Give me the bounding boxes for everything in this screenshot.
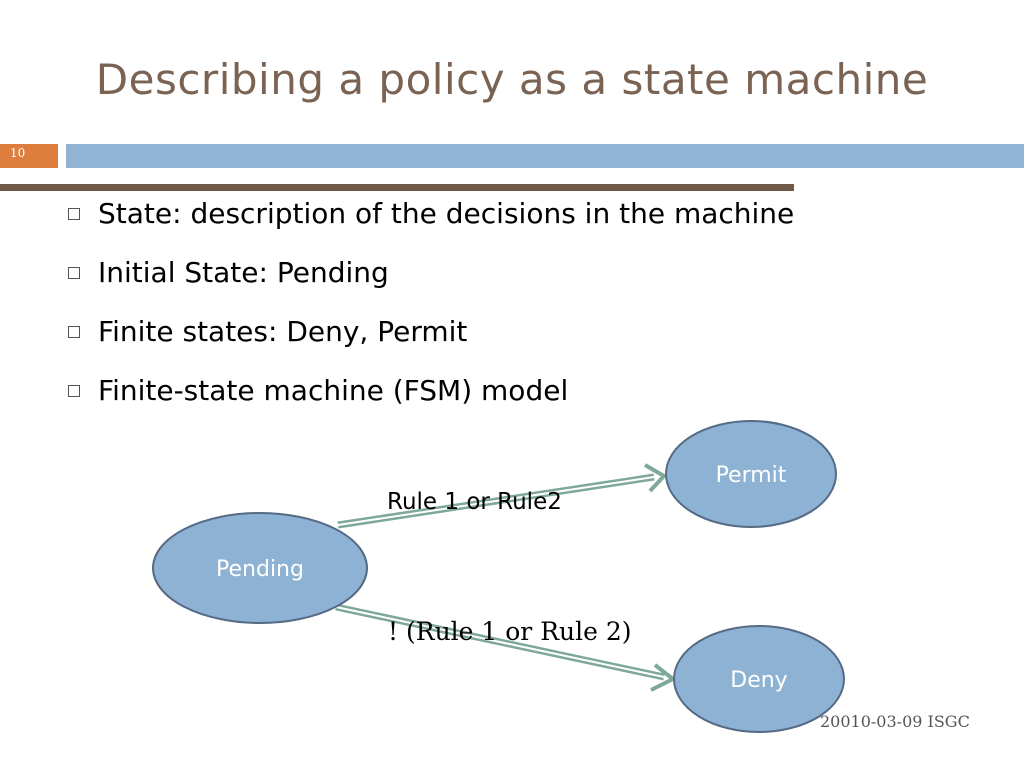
bullet-text: Finite-state machine (FSM) model bbox=[98, 374, 569, 407]
slide-number-badge bbox=[0, 144, 58, 168]
slide-number: 10 bbox=[10, 146, 26, 160]
square-bullet-icon bbox=[68, 385, 80, 397]
edge-label-permit: Rule 1 or Rule2 bbox=[387, 489, 562, 515]
bullet-item: Initial State: Pending bbox=[68, 251, 794, 310]
footer-date: 20010-03-09 ISGC bbox=[820, 712, 970, 731]
square-bullet-icon bbox=[68, 326, 80, 338]
state-node-permit: Permit bbox=[665, 420, 837, 528]
state-node-pending: Pending bbox=[152, 512, 368, 624]
title-divider bbox=[0, 184, 794, 191]
bullet-text: Initial State: Pending bbox=[98, 256, 389, 289]
bullet-item: Finite-state machine (FSM) model bbox=[68, 369, 794, 428]
edge-label-deny: ! (Rule 1 or Rule 2) bbox=[388, 617, 632, 646]
bullet-text: State: description of the decisions in t… bbox=[98, 197, 795, 230]
square-bullet-icon bbox=[68, 208, 80, 220]
arrowhead-icon bbox=[643, 463, 668, 493]
state-label-deny: Deny bbox=[730, 668, 787, 693]
state-label-permit: Permit bbox=[716, 463, 787, 488]
bullet-text: Finite states: Deny, Permit bbox=[98, 315, 468, 348]
edge-pending-to-permit bbox=[337, 463, 668, 529]
bullet-item: Finite states: Deny, Permit bbox=[68, 310, 794, 369]
state-node-deny: Deny bbox=[673, 625, 845, 733]
bullet-item: State: description of the decisions in t… bbox=[68, 192, 794, 251]
slide-title: Describing a policy as a state machine bbox=[95, 55, 929, 104]
square-bullet-icon bbox=[68, 267, 80, 279]
state-label-pending: Pending bbox=[216, 557, 304, 582]
header-bar bbox=[66, 144, 1024, 168]
bullet-list: State: description of the decisions in t… bbox=[68, 192, 794, 428]
